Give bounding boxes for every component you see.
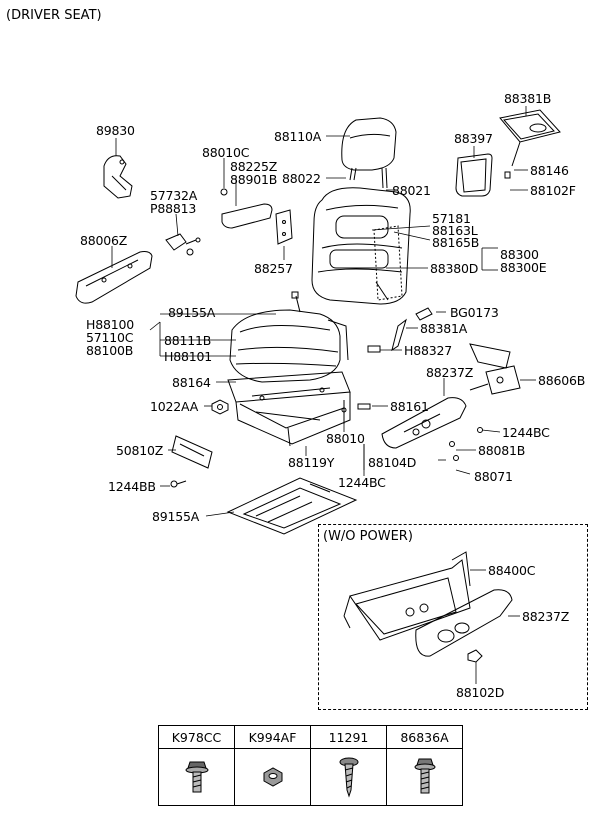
- part-label-88165b: 88165B: [432, 235, 480, 250]
- headrest-part: [341, 117, 397, 189]
- part-label-88300e: 88300E: [500, 260, 547, 275]
- fastener-code: 11291: [310, 725, 387, 749]
- part-label-88111b: 88111B: [164, 333, 212, 348]
- part-label-88146: 88146: [530, 163, 569, 178]
- part-label-88021: 88021: [392, 183, 431, 198]
- part-label-88606b: 88606B: [538, 373, 586, 388]
- part-label-88102d: 88102D: [456, 685, 505, 700]
- seat-back-part: [311, 187, 411, 305]
- recliner-cover-part: [103, 155, 133, 199]
- nut-part: [211, 399, 229, 415]
- part-label-88071: 88071: [474, 469, 513, 484]
- part-label-h88101: H88101: [164, 349, 212, 364]
- part-label-88397: 88397: [454, 131, 493, 146]
- screw-1244bb-part: [170, 480, 187, 488]
- part-label-88102f: 88102F: [530, 183, 576, 198]
- armrest-part: [220, 188, 273, 229]
- fastener-table: K978CC K994AF 11291 86836A: [158, 725, 463, 806]
- part-label-88022: 88022: [282, 171, 321, 186]
- part-label-88381a: 88381A: [420, 321, 468, 336]
- fastener-cell: [158, 748, 235, 806]
- diagram-title: (DRIVER SEAT): [6, 8, 102, 23]
- part-label-88225z: 88225Z: [230, 159, 278, 174]
- part-label-88164: 88164: [172, 375, 211, 390]
- leader-lines: [111, 106, 536, 684]
- part-label-88119y: 88119Y: [288, 455, 335, 470]
- part-label-88010: 88010: [326, 431, 365, 446]
- bolt-flange-icon: [185, 761, 208, 792]
- without-power-box: (W/O POWER): [318, 524, 588, 710]
- part-label-89830: 89830: [96, 123, 135, 138]
- floor-mat-part: [226, 477, 358, 535]
- fastener-code: K978CC: [158, 725, 235, 749]
- small-parts-group: [367, 307, 433, 353]
- side-shield-part: [381, 397, 467, 449]
- fastener-code: K994AF: [234, 725, 311, 749]
- part-label-57110c: 57110C: [86, 330, 134, 345]
- screw-icon: [339, 757, 358, 798]
- without-power-caption: (W/O POWER): [323, 529, 413, 544]
- motor-unit-part: [469, 343, 521, 395]
- hex-nut-icon: [263, 766, 282, 787]
- part-label-88100b: 88100B: [86, 343, 134, 358]
- fastener-cell: [234, 748, 311, 806]
- bolt-washer-icon: [414, 758, 435, 793]
- tray-part: [499, 109, 561, 179]
- seat-cushion-part: [229, 291, 349, 383]
- switch-part: [165, 233, 201, 256]
- part-label-88081b: 88081B: [478, 443, 526, 458]
- bracket-part: [275, 209, 293, 245]
- side-cover-part: [75, 251, 153, 304]
- part-label-1244bc-right: 1244BC: [502, 425, 550, 440]
- part-label-88257: 88257: [254, 261, 293, 276]
- part-label-h88327: H88327: [404, 343, 452, 358]
- part-label-88400c: 88400C: [488, 563, 536, 578]
- manual-shield-part: [415, 589, 513, 663]
- part-label-88901b: 88901B: [230, 172, 278, 187]
- part-label-1022aa: 1022AA: [150, 399, 199, 414]
- fastener-cell: [310, 748, 387, 806]
- part-label-88104d: 88104D: [368, 455, 417, 470]
- part-label-88110a: 88110A: [274, 129, 322, 144]
- part-label-p88813: P88813: [150, 201, 197, 216]
- part-label-57181: 57181: [432, 211, 471, 226]
- part-label-88237z-top: 88237Z: [426, 365, 474, 380]
- fastener-cell: [386, 748, 463, 806]
- cover-plate-part: [171, 435, 213, 469]
- part-label-50810z: 50810Z: [116, 443, 164, 458]
- part-label-88380d: 88380D: [430, 261, 479, 276]
- part-label-57732a: 57732A: [150, 188, 198, 203]
- part-label-1244bc-bottom: 1244BC: [338, 475, 386, 490]
- manual-rail-part: [343, 551, 471, 641]
- part-label-88163l: 88163L: [432, 223, 478, 238]
- part-label-88006z: 88006Z: [80, 233, 128, 248]
- part-label-89155a-bottom: 89155A: [152, 509, 200, 524]
- part-label-89155a-top: 89155A: [168, 305, 216, 320]
- part-label-88237z-box: 88237Z: [522, 609, 570, 624]
- fastener-code: 86836A: [386, 725, 463, 749]
- part-label-h88100: H88100: [86, 317, 134, 332]
- part-label-88161: 88161: [390, 399, 429, 414]
- back-board-part: [455, 153, 493, 197]
- part-label-88300: 88300: [500, 247, 539, 262]
- seat-frame-part: [227, 371, 351, 447]
- part-label-88010c: 88010C: [202, 145, 250, 160]
- part-label-88381b: 88381B: [504, 91, 552, 106]
- part-label-bg0173: BG0173: [450, 305, 499, 320]
- part-label-1244bb: 1244BB: [108, 479, 156, 494]
